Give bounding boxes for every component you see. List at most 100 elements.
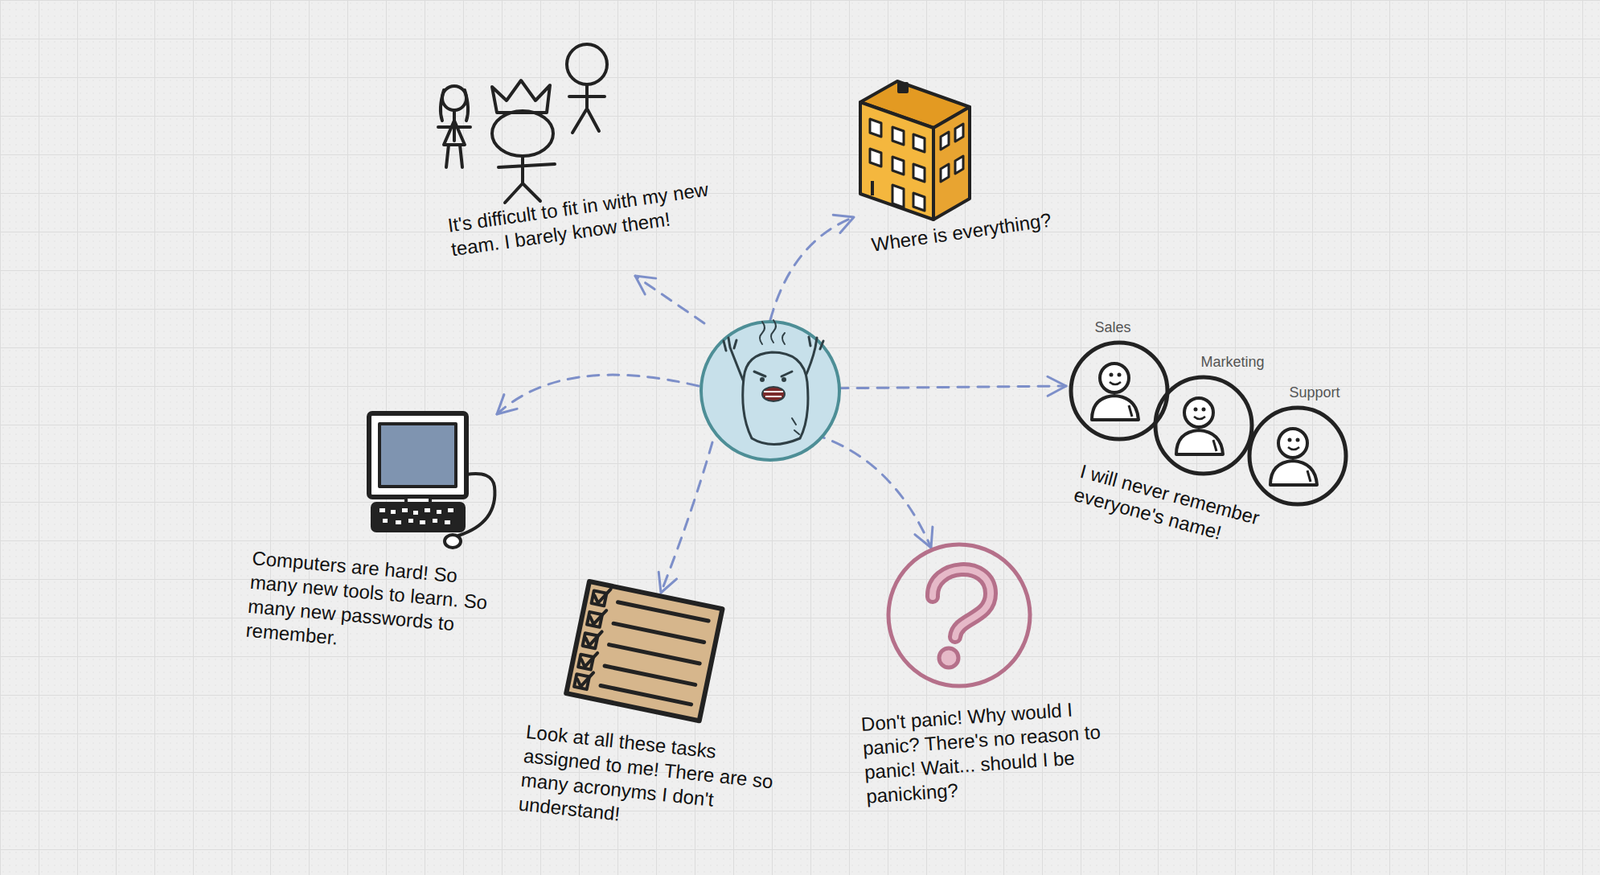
computer-icon-part (372, 503, 464, 531)
person-circle-outline (1152, 373, 1256, 477)
person-circle-outline (1246, 404, 1350, 508)
dashed-arrows-part (813, 434, 932, 548)
stressed-person-icon-part (754, 371, 792, 377)
computer-icon-part (458, 473, 495, 536)
team-figures-part (566, 44, 608, 85)
person-circle-outline-part (1278, 428, 1308, 458)
building-icon-part-part (892, 156, 904, 175)
building-icon-part-part (913, 164, 925, 182)
person-circle-outline-part (1117, 373, 1122, 378)
computer-icon-part-part (382, 518, 388, 523)
stressed-person-icon-part (781, 377, 787, 382)
building-icon-part-part (892, 127, 904, 145)
question-icon-part (939, 648, 959, 668)
building-icon-part-part (869, 118, 882, 137)
building-icon-part-part (940, 131, 949, 150)
person-circle-outline-part (1176, 430, 1223, 455)
department-label: Support (1263, 383, 1367, 405)
person-circle-outline-part (1184, 397, 1214, 427)
dashed-arrows-part (635, 275, 705, 324)
checklist-icon-part-part (604, 665, 696, 685)
checklist-icon-part-part (613, 623, 705, 642)
team-figures-part (492, 80, 550, 113)
building-icon-part (869, 118, 964, 211)
team-figures-part (438, 110, 471, 168)
building-icon-part (933, 106, 970, 220)
department-label: Marketing (1181, 352, 1285, 374)
dashed-arrows-part (770, 217, 854, 320)
checklist-icon-part (566, 581, 723, 721)
building-icon-part (860, 102, 934, 220)
person-circle-outline-part (1296, 438, 1301, 443)
dashed-arrows-part (660, 442, 713, 593)
checklist-icon-part-part (588, 607, 607, 626)
checklist-icon-part-part (600, 685, 692, 705)
person-circle-outline-part (1288, 438, 1293, 443)
computer-icon-part-part (447, 508, 454, 513)
question-icon-part (932, 569, 991, 637)
checklist-icon-part (574, 586, 711, 711)
person-circle: Marketing (1152, 352, 1256, 477)
person-circle-outline-part (1070, 342, 1168, 439)
team-figures-part (492, 110, 554, 156)
department-label: Sales (1061, 318, 1165, 340)
caption-text: Don't panic! Why would I panic? There's … (860, 693, 1141, 809)
stressed-person-icon-part (742, 352, 809, 445)
stressed-person-icon-part (791, 418, 800, 435)
stressed-person-icon (701, 320, 840, 460)
building-icon-part-part (913, 192, 925, 211)
team-figures (438, 44, 608, 203)
checklist-icon-part-part (609, 644, 701, 664)
computer-icon-part-part (379, 508, 386, 513)
person-circle-outline-part (1307, 470, 1311, 482)
computer-icon-part-part (390, 509, 396, 514)
question-icon-part (932, 569, 991, 637)
person-circle-outline-part (1109, 373, 1114, 378)
building-icon-part-part (913, 134, 925, 152)
computer-icon-part-part (444, 520, 451, 525)
computer-icon-part-part (419, 520, 426, 525)
building-icon-part-part (940, 164, 949, 182)
computer-icon-part-part (432, 518, 438, 523)
stressed-person-icon-part (759, 320, 785, 345)
caption-text: It's difficult to fit in with my new tea… (446, 175, 728, 262)
building-icon (860, 81, 970, 220)
building-icon-part (870, 180, 874, 196)
person-circle-outline-part (1091, 395, 1139, 420)
stressed-person-icon-part (701, 321, 840, 460)
stressed-person-icon-part (804, 336, 824, 380)
person-circle-outline-part (1109, 381, 1121, 385)
computer-icon-part-part (408, 518, 414, 523)
building-icon-part-part (892, 184, 904, 208)
person-circle-outline-part (1249, 407, 1346, 505)
stressed-person-icon-part (763, 391, 784, 397)
building-icon-part (898, 83, 907, 92)
stressed-person-icon-part (762, 386, 785, 402)
dashed-arrows-part (496, 374, 699, 415)
person-circle-outline-part (1193, 407, 1198, 412)
team-figures-part (442, 86, 467, 111)
building-icon-part-part (955, 123, 964, 142)
dashed-arrows (496, 217, 1067, 593)
computer-icon-part-part (395, 520, 402, 525)
building-icon-part-part (955, 155, 964, 174)
person-circle-outline-part (1155, 377, 1252, 474)
checklist-icon-part-part (584, 628, 603, 648)
computer-icon-part (369, 413, 467, 497)
question-icon (888, 544, 1030, 686)
computer-icon (369, 413, 495, 548)
team-figures-part (569, 84, 605, 133)
checklist-icon-part-part (618, 602, 710, 621)
computer-icon-part-part (402, 508, 408, 513)
question-icon-part (888, 544, 1030, 686)
checklist-icon-part-part (579, 649, 598, 669)
caption-text: Look at all these tasks assigned to me! … (516, 719, 792, 844)
caption-text: I will never remember everyone's name! (1070, 459, 1301, 564)
person-circle: Support (1246, 383, 1350, 508)
computer-icon-part-part (436, 509, 442, 514)
computer-icon-part-part (424, 508, 431, 513)
person-circle-outline-part (1270, 460, 1317, 485)
